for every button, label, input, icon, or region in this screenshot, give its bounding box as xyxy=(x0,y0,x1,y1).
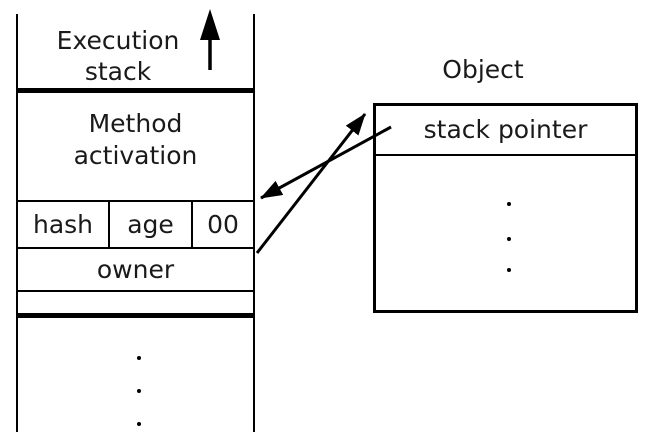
stack-frame-divider-bottom xyxy=(18,313,253,318)
arrow-owner-to-object xyxy=(255,113,367,254)
stack-frame-divider-top xyxy=(18,88,253,93)
age-field: age xyxy=(108,202,193,247)
object-title: Object xyxy=(442,55,524,84)
execution-stack-label: Execution stack xyxy=(56,26,180,86)
method-activation-cell: Method activation xyxy=(18,108,253,202)
arrow-stack-pointer-to-stack xyxy=(260,125,392,200)
ellipsis-dot xyxy=(507,268,511,272)
method-activation-label: Method activation xyxy=(73,109,198,170)
execution-stack-header: Execution stack xyxy=(18,14,253,88)
object-box: stack pointer xyxy=(373,103,638,313)
ellipsis-dot xyxy=(137,389,141,393)
ellipsis-dot xyxy=(137,422,141,426)
owner-field: owner xyxy=(18,249,253,292)
object-body xyxy=(376,156,635,310)
hash-field: hash xyxy=(32,210,94,239)
ellipsis-dot xyxy=(137,356,141,360)
ellipsis-dot xyxy=(507,237,511,241)
object-header-row: hash age 00 xyxy=(18,202,253,249)
ellipsis-dot xyxy=(507,202,511,206)
execution-stack: Execution stack Method activation hash a… xyxy=(16,14,255,432)
stack-vertical-ellipsis xyxy=(18,318,253,444)
flags-field: 00 xyxy=(207,210,239,239)
empty-stack-slot xyxy=(18,292,253,313)
stack-pointer-field: stack pointer xyxy=(376,106,635,156)
